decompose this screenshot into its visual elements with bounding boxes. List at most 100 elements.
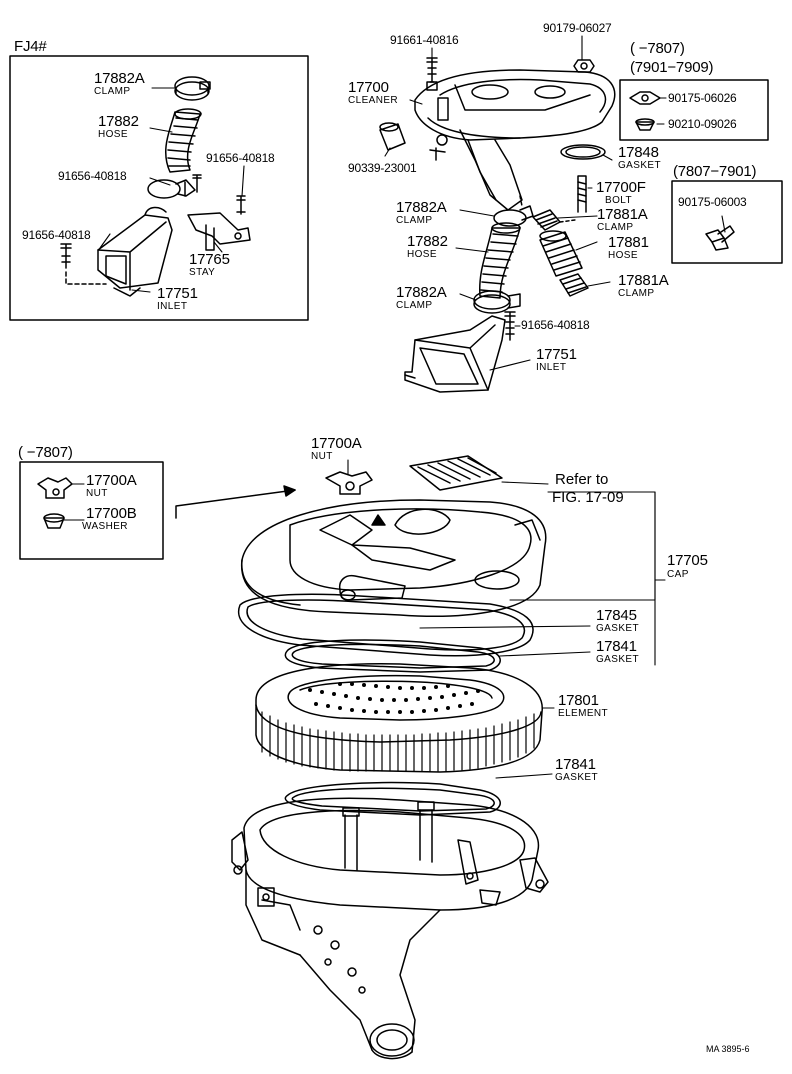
lower-left-clamp-drawing xyxy=(473,290,521,314)
clamp-b-right-name: CLAMP xyxy=(618,288,655,299)
variant-box-header: ( −7807) xyxy=(18,444,73,461)
top-gasket-drawing xyxy=(237,593,534,657)
filter-mesh-drawing xyxy=(409,455,503,491)
clamp-b-right-number: 17881A xyxy=(618,272,669,289)
variant-7901-7909-header: (7901−7909) xyxy=(630,59,714,76)
upper-left-hose-drawing xyxy=(479,222,521,299)
element-name: ELEMENT xyxy=(558,708,609,719)
clamp-a-right-number: 17881A xyxy=(597,206,648,223)
cleaner-name: CLEANER xyxy=(348,95,399,106)
cleaner-drawing xyxy=(414,69,616,211)
clamp-a-left-number: 17882A xyxy=(396,199,447,216)
inset-hose-drawing xyxy=(164,108,202,173)
bolt-17700f-number: 17700F xyxy=(596,179,646,196)
cap-number: 17705 xyxy=(667,552,708,569)
gasket-bottom-number: 17841 xyxy=(555,756,596,773)
variant-7807-7901-nut-number: 90175-06003 xyxy=(678,195,747,209)
upper-left-clamp-drawing xyxy=(493,195,534,227)
variant-washer-drawing xyxy=(635,118,655,131)
inset-clamp-number: 17882A xyxy=(94,70,145,87)
hose-right-number: 17881 xyxy=(608,234,649,251)
cap-name: CAP xyxy=(667,569,689,580)
gasket-17848-number: 17848 xyxy=(618,144,659,161)
clamp-b-left-name: CLAMP xyxy=(396,300,433,311)
footer-code: MA 3895-6 xyxy=(706,1044,750,1054)
upper-inlet-drawing xyxy=(404,315,506,393)
upper-inlet-number: 17751 xyxy=(536,346,577,363)
variant-nut-drawing xyxy=(629,91,661,105)
upper-inlet-bolt-drawing xyxy=(504,311,516,341)
inset-stay-name: STAY xyxy=(189,267,216,278)
cleaner-number: 17700 xyxy=(348,79,389,96)
inset-inlet-number: 17751 xyxy=(157,285,198,302)
fj4-inset-frame xyxy=(9,55,309,321)
lower-nut-number: 17700A xyxy=(311,435,362,452)
inset-bolt-right-number: 91656-40818 xyxy=(206,151,275,165)
gasket-top-number: 17845 xyxy=(596,607,637,624)
inset-hose-number: 17882 xyxy=(98,113,139,130)
hose-left-number: 17882 xyxy=(407,233,448,250)
inset-inlet-drawing xyxy=(97,206,173,297)
element-drawing xyxy=(255,663,543,773)
box-washer-number: 17700B xyxy=(86,505,137,522)
inset-bolts-drawing xyxy=(60,174,246,285)
variant-wingnut-drawing xyxy=(705,225,735,251)
model-code: FJ4# xyxy=(14,38,47,55)
variant-7807-frame xyxy=(19,461,164,560)
gasket-bottom-name: GASKET xyxy=(555,772,598,783)
gasket-mid-number: 17841 xyxy=(596,638,637,655)
upper-inlet-bolt-number: 91656-40818 xyxy=(521,318,590,332)
variant-7807-7901-frame xyxy=(671,180,783,264)
clamp-a-left-name: CLAMP xyxy=(396,215,433,226)
inset-clamp-drawing xyxy=(174,76,211,101)
gasket-mid-name: GASKET xyxy=(596,654,639,665)
leader-lines xyxy=(63,35,726,779)
gasket-top-name: GASKET xyxy=(596,623,639,634)
upper-gasket-drawing xyxy=(560,144,606,160)
refer-line-2: FIG. 17-09 xyxy=(552,489,624,506)
variant-washer-number: 90210-09026 xyxy=(668,117,737,131)
pointer-arrow-drawing xyxy=(175,485,296,519)
grommet-drawing xyxy=(379,122,406,151)
inset-inlet-name: INLET xyxy=(157,301,188,312)
inset-lower-clamp-drawing xyxy=(147,179,196,199)
hose-right-name: HOSE xyxy=(608,250,638,261)
clamp-b-left-number: 17882A xyxy=(396,284,447,301)
variant-nut-number: 90175-06026 xyxy=(668,91,737,105)
lower-nut-name: NUT xyxy=(311,451,333,462)
hose-left-name: HOSE xyxy=(407,249,437,260)
bolt-17700f-name: BOLT xyxy=(605,195,632,206)
inset-bolt-left-number: 91656-40818 xyxy=(58,169,127,183)
stud-bolt-drawing xyxy=(577,175,587,213)
inset-hose-name: HOSE xyxy=(98,129,128,140)
upper-right-clamp-drawing xyxy=(532,209,576,231)
lower-right-clamp-drawing xyxy=(559,273,589,297)
box-washer-drawing xyxy=(43,513,65,529)
inset-stay-drawing xyxy=(187,212,251,251)
bottom-gasket-drawing xyxy=(284,781,501,816)
lower-nut-drawing xyxy=(325,471,373,495)
upper-right-hose-drawing xyxy=(539,230,583,277)
upper-inlet-name: INLET xyxy=(536,362,567,373)
top-nut-drawing xyxy=(573,59,595,73)
top-nut-number: 90179-06027 xyxy=(543,21,612,35)
mid-gasket-drawing xyxy=(284,639,501,673)
inset-bolt-lower-number: 91656-40818 xyxy=(22,228,91,242)
element-number: 17801 xyxy=(558,692,599,709)
gasket-17848-name: GASKET xyxy=(618,160,661,171)
refer-line-1: Refer to xyxy=(555,471,609,488)
box-nut-drawing xyxy=(37,477,73,499)
box-nut-name: NUT xyxy=(86,488,108,499)
box-washer-name: WASHER xyxy=(82,521,128,532)
clamp-a-right-name: CLAMP xyxy=(597,222,634,233)
housing-drawing xyxy=(231,797,549,1060)
box-nut-number: 17700A xyxy=(86,472,137,489)
variant-7901-frame xyxy=(619,79,769,141)
inset-clamp-name: CLAMP xyxy=(94,86,131,97)
grommet-number: 90339-23001 xyxy=(348,161,417,175)
top-bolt-number: 91661-40816 xyxy=(390,33,459,47)
variant-7807-header: ( −7807) xyxy=(630,40,685,57)
inset-stay-number: 17765 xyxy=(189,251,230,268)
